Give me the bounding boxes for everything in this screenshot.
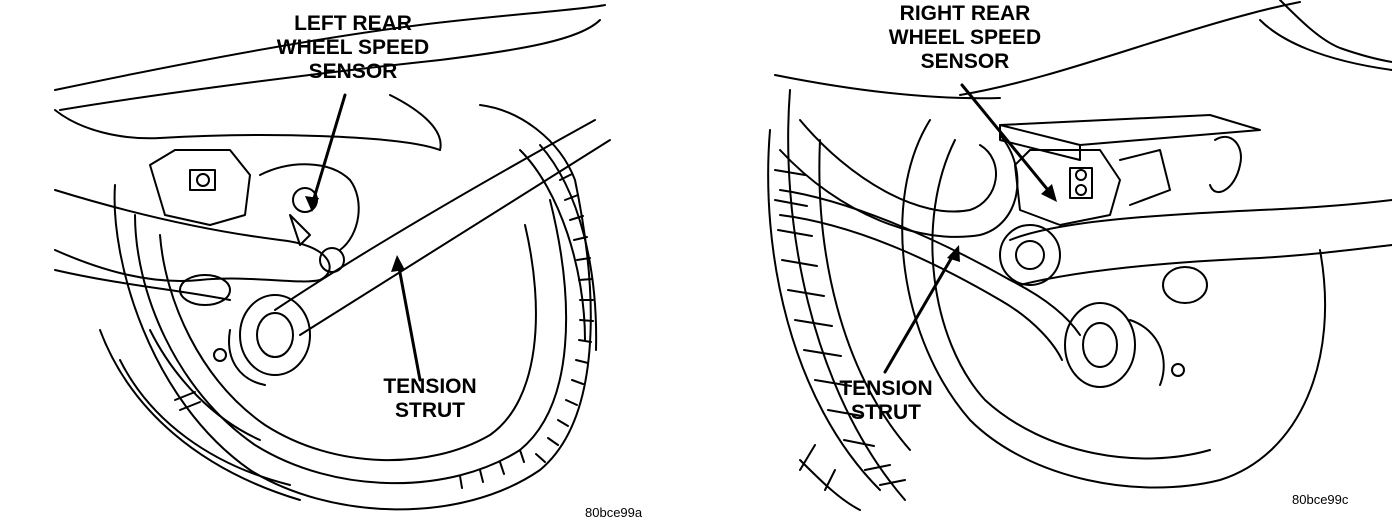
left-control-arm xyxy=(54,189,345,306)
right-hose xyxy=(779,119,1019,238)
right-tire xyxy=(767,89,1327,511)
left-strut-leader xyxy=(396,260,422,382)
left-tension-strut xyxy=(213,119,611,386)
right-drawing xyxy=(767,0,1392,511)
left-rear-illustration: LEFT REAR WHEEL SPEED SENSOR TENSION STR… xyxy=(54,4,643,520)
left-tire xyxy=(99,104,598,511)
left-sensor-leader xyxy=(310,93,347,207)
left-figure-code: 80bce99a xyxy=(585,505,643,520)
right-strut-label: TENSION STRUT xyxy=(839,377,933,424)
right-strut-leader xyxy=(883,250,957,374)
right-control-arm xyxy=(999,199,1392,304)
left-sensor-label: LEFT REAR WHEEL SPEED SENSOR xyxy=(276,12,430,83)
left-strut-arrowhead xyxy=(391,255,405,272)
left-body-panel xyxy=(54,4,606,151)
left-drawing xyxy=(54,4,611,511)
left-leader-lines xyxy=(310,93,422,382)
right-sensor-leader xyxy=(960,83,1054,197)
right-rear-illustration: RIGHT REAR WHEEL SPEED SENSOR TENSION ST… xyxy=(700,0,1392,526)
right-strut-arrowhead xyxy=(947,245,960,262)
left-strut-label: TENSION STRUT xyxy=(383,375,477,422)
right-figure-code: 80bce99c xyxy=(1292,492,1349,507)
right-sensor-arrowhead xyxy=(1041,184,1057,202)
right-knuckle xyxy=(1014,135,1242,226)
right-sensor-label: RIGHT REAR WHEEL SPEED SENSOR xyxy=(888,2,1042,73)
left-knuckle xyxy=(149,149,360,251)
right-leader-lines xyxy=(883,83,1054,374)
right-tension-strut xyxy=(779,189,1185,388)
left-sensor-arrowhead xyxy=(305,196,319,212)
